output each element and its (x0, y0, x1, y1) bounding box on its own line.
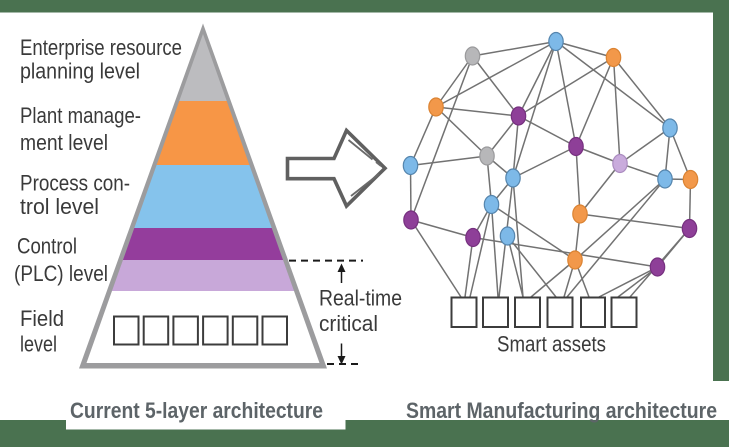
svg-text:Smart assets: Smart assets (497, 332, 606, 357)
svg-text:Plant manage-: Plant manage- (20, 103, 141, 128)
svg-text:level: level (20, 331, 57, 356)
svg-text:trol level: trol level (20, 194, 99, 219)
svg-text:Control: Control (17, 234, 77, 259)
svg-text:critical: critical (319, 311, 378, 336)
svg-text:ment level: ment level (20, 130, 108, 155)
svg-text:Real-time: Real-time (319, 285, 402, 310)
svg-text:Process con-: Process con- (20, 171, 130, 196)
svg-text:planning level: planning level (20, 59, 140, 84)
svg-text:Smart Manufacturing architectu: Smart Manufacturing architecture (406, 398, 717, 423)
svg-text:Current 5-layer architecture: Current 5-layer architecture (70, 398, 323, 423)
svg-text:Enterprise resource: Enterprise resource (20, 35, 182, 60)
svg-text:(PLC) level: (PLC) level (14, 261, 108, 286)
svg-text:Field: Field (20, 306, 64, 331)
